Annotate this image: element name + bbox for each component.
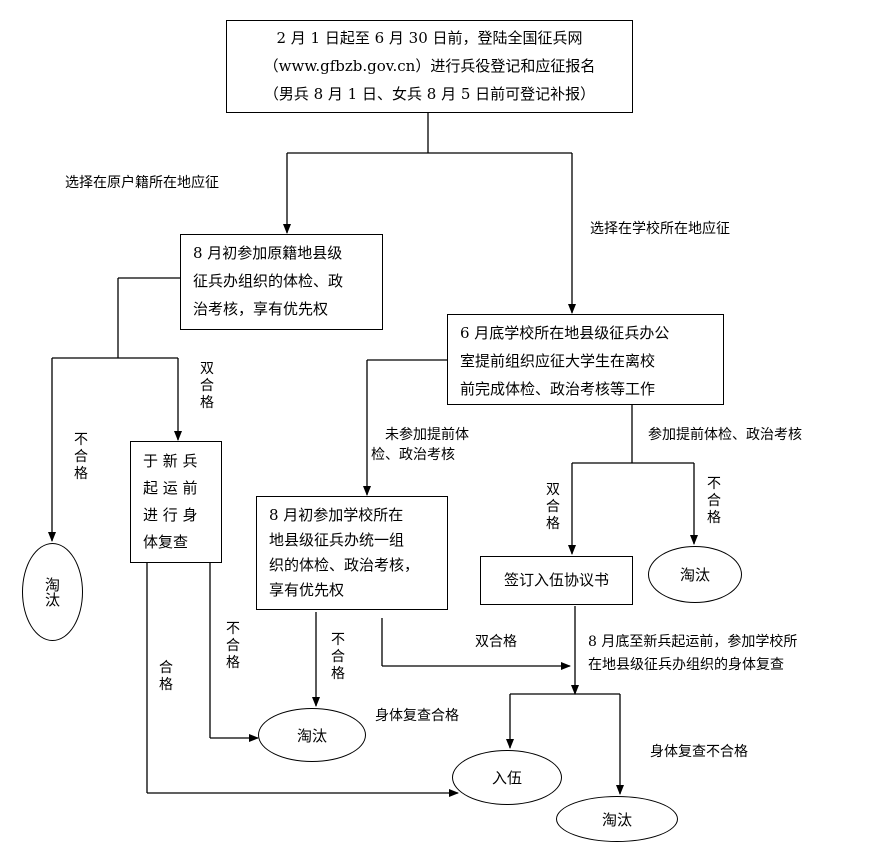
school-aug-line-1: 8 月初参加学校所在: [269, 506, 404, 524]
recheck-line-3: 进 行 身: [143, 506, 198, 524]
label-fail-2: 不合格: [707, 476, 721, 526]
sign-label: 签订入伍协议书: [503, 571, 609, 589]
label-not-joined-1: 未参加提前体: [385, 427, 469, 443]
label-final-recheck-2: 在地县级征兵办组织的身体复查: [588, 657, 784, 673]
start-box: 2 月 1 日起至 6 月 30 日前，登陆全国征兵网 （www.gfbzb.g…: [226, 20, 633, 113]
label-double-pass-2: 双合格: [546, 482, 560, 532]
elim-mid-label: 淘汰: [296, 726, 327, 745]
start-line-1: 2 月 1 日起至 6 月 30 日前，登陆全国征兵网: [276, 29, 583, 47]
home-line-2: 征兵办组织的体检、政: [193, 272, 344, 290]
elim-bottom-ellipse: 淘汰: [556, 796, 678, 842]
enlist-ellipse: 入伍: [452, 750, 562, 805]
label-recheck-fail: 身体复查不合格: [650, 744, 748, 760]
recheck-line-1: 于 新 兵: [143, 452, 198, 470]
school-aug-line-3: 织的体检、政治考核，: [269, 556, 420, 574]
school-early-line-1: 6 月底学校所在地县级征兵办公: [460, 324, 670, 342]
school-aug-line-4: 享有优先权: [269, 581, 345, 599]
elim-left-ellipse: 淘汰: [22, 543, 83, 641]
school-aug-line-2: 地县级征兵办统一组: [269, 531, 405, 549]
label-fail-1: 不合格: [74, 432, 88, 482]
elim-right-ellipse: 淘汰: [648, 546, 742, 603]
home-line-3: 治考核，享有优先权: [193, 300, 329, 318]
label-not-joined-2: 检、政治考核: [371, 447, 455, 463]
sign-box: 签订入伍协议书: [480, 556, 633, 605]
school-early-line-3: 前完成体检、政治考核等工作: [460, 380, 656, 398]
label-pass: 合格: [159, 660, 173, 693]
label-joined-early: 参加提前体检、政治考核: [648, 427, 802, 443]
recheck-home-box: 于 新 兵 起 运 前 进 行 身 体复查: [130, 441, 222, 563]
start-line-3: （男兵 8 月 1 日、女兵 8 月 5 日前可登记补报）: [263, 85, 596, 103]
label-choose-school: 选择在学校所在地应征: [590, 221, 730, 237]
home-box: 8 月初参加原籍地县级 征兵办组织的体检、政 治考核，享有优先权: [180, 234, 383, 330]
recheck-line-2: 起 运 前: [143, 479, 198, 497]
elim-bottom-label: 淘汰: [601, 810, 632, 829]
school-early-box: 6 月底学校所在地县级征兵办公 室提前组织应征大学生在离校 前完成体检、政治考核…: [447, 314, 724, 405]
home-line-1: 8 月初参加原籍地县级: [193, 244, 343, 262]
elim-left-label: 淘汰: [43, 577, 61, 607]
label-fail-4: 不合格: [331, 632, 345, 682]
label-choose-home: 选择在原户籍所在地应征: [65, 175, 219, 191]
recheck-line-4: 体复查: [143, 533, 189, 551]
elim-mid-ellipse: 淘汰: [258, 708, 366, 762]
enlist-label: 入伍: [491, 769, 522, 787]
elim-right-label: 淘汰: [679, 566, 710, 584]
label-final-recheck-1: 8 月底至新兵起运前，参加学校所: [588, 634, 798, 650]
label-double-pass-1: 双合格: [200, 361, 214, 411]
start-line-2: （www.gfbzb.gov.cn）进行兵役登记和应征报名: [263, 57, 596, 75]
school-aug-box: 8 月初参加学校所在 地县级征兵办统一组 织的体检、政治考核， 享有优先权: [256, 496, 448, 610]
label-double-pass-3: 双合格: [475, 634, 517, 650]
label-fail-3: 不合格: [226, 621, 240, 671]
label-recheck-pass: 身体复查合格: [375, 708, 459, 724]
school-early-line-2: 室提前组织应征大学生在离校: [460, 352, 656, 370]
